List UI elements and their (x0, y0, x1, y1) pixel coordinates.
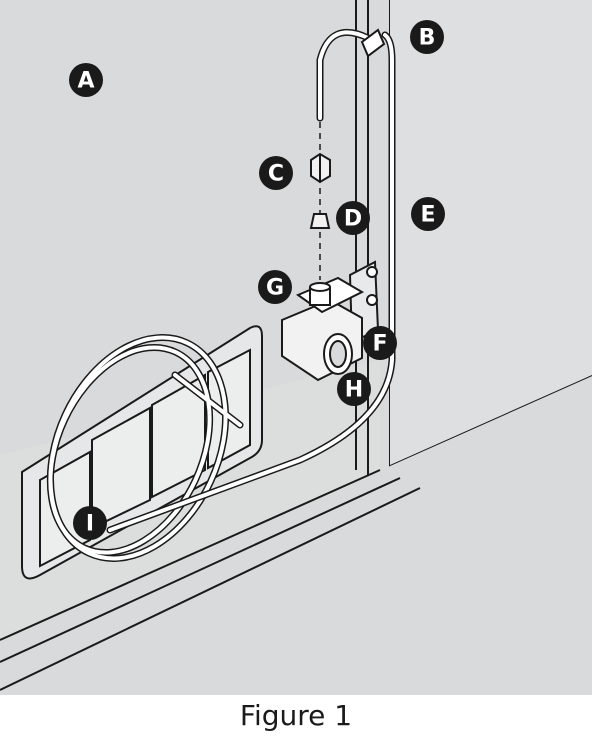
label-F-text: F (372, 332, 387, 357)
label-B: B (410, 20, 444, 54)
label-D: D (336, 201, 370, 235)
label-E-text: E (420, 203, 435, 228)
cabinet-bottom-edge (0, 469, 421, 691)
label-G: G (258, 270, 292, 304)
installation-figure: A B C D E F G H I (0, 0, 592, 695)
label-C-text: C (268, 162, 284, 187)
label-I: I (73, 506, 107, 540)
inlet-tube (318, 30, 370, 120)
label-C: C (259, 156, 293, 190)
ferrule-sleeve (309, 213, 331, 229)
label-E: E (411, 197, 445, 231)
figure-caption: Figure 1 (239, 699, 353, 732)
label-D-text: D (344, 207, 362, 232)
label-I-text: I (86, 512, 94, 537)
water-valve (281, 260, 380, 382)
label-H: H (337, 372, 371, 406)
cabinet-side-panel (390, 0, 592, 465)
label-A-text: A (77, 69, 94, 94)
water-line-tube (108, 33, 394, 532)
label-F: F (363, 326, 397, 360)
label-B-text: B (419, 26, 436, 51)
label-G-text: G (266, 276, 284, 301)
label-H-text: H (345, 378, 363, 403)
coiled-tubing-inner (48, 335, 242, 561)
compression-nut (310, 152, 331, 184)
label-A: A (69, 63, 103, 97)
tube-clip (360, 28, 386, 58)
